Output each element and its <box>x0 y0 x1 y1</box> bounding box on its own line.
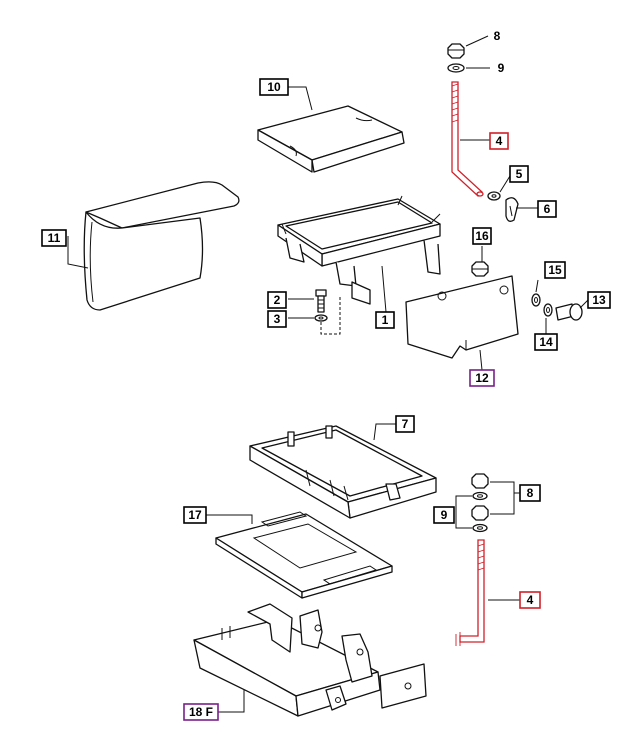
label-5: 5 <box>516 167 523 181</box>
assembly-line-2 <box>320 296 341 335</box>
label-4-top: 4 <box>496 134 503 148</box>
callout-8-lower: 8 <box>519 484 541 502</box>
part-14-washer <box>543 303 553 317</box>
part-17-pad <box>215 511 393 599</box>
callout-17: 17 <box>183 506 207 524</box>
label-16: 16 <box>475 229 489 243</box>
label-2: 2 <box>274 293 281 307</box>
label-11: 11 <box>48 231 61 245</box>
part-8-nut-lower-1 <box>471 473 489 489</box>
callout-7: 7 <box>395 415 415 433</box>
label-4-lower: 4 <box>527 593 534 607</box>
part-9-washer-top <box>447 63 465 73</box>
part-4-j-bolt-top <box>451 81 484 197</box>
label-8-lower: 8 <box>527 486 534 500</box>
label-15: 15 <box>548 263 562 277</box>
part-7-tray-frame <box>249 425 437 519</box>
part-16-nut <box>471 261 489 277</box>
callout-16: 16 <box>472 227 492 245</box>
part-1-battery-tray <box>277 195 441 305</box>
label-1: 1 <box>382 313 389 327</box>
label-3: 3 <box>274 312 281 326</box>
label-13: 13 <box>592 293 606 307</box>
label-7: 7 <box>402 417 409 431</box>
part-6-clip <box>505 197 519 222</box>
part-5-washer <box>487 191 501 201</box>
callout-4-top: 4 <box>489 132 509 150</box>
label-8-top: 8 <box>494 29 501 43</box>
label-9-lower: 9 <box>441 508 448 522</box>
callout-9-lower: 9 <box>433 506 455 524</box>
callout-5: 5 <box>509 165 529 183</box>
part-13-bolt <box>555 303 583 321</box>
label-14: 14 <box>539 335 553 349</box>
callout-14: 14 <box>534 333 558 351</box>
callout-4-lower: 4 <box>519 591 541 609</box>
part-10-cover-plate <box>257 105 405 173</box>
callout-15: 15 <box>544 261 566 279</box>
callout-18f: 18 F <box>183 703 219 721</box>
leader-lines <box>67 35 589 713</box>
callout-11: 11 <box>41 229 67 247</box>
callout-13: 13 <box>587 291 611 309</box>
part-18-lower-bracket <box>193 603 427 717</box>
part-8-nut-lower-2 <box>471 505 489 521</box>
part-8-nut-top <box>447 43 465 59</box>
part-15-washer <box>531 293 541 307</box>
label-9-top: 9 <box>498 61 505 75</box>
callout-3: 3 <box>267 310 287 328</box>
part-12-plate <box>405 275 519 359</box>
label-12: 12 <box>475 371 489 385</box>
label-6: 6 <box>544 202 551 216</box>
part-2-bolt <box>315 289 327 313</box>
callout-6: 6 <box>537 200 557 218</box>
callout-10: 10 <box>259 78 289 96</box>
callout-2: 2 <box>267 291 287 309</box>
callout-9-top: 9 <box>498 61 505 75</box>
part-9-washer-lower-2 <box>472 523 488 533</box>
callout-12: 12 <box>469 369 495 387</box>
label-18f: 18 F <box>189 705 213 719</box>
callout-1: 1 <box>375 311 395 329</box>
label-17: 17 <box>188 508 202 522</box>
part-11-cover <box>83 181 240 311</box>
part-3-washer <box>314 314 328 322</box>
label-10: 10 <box>267 80 281 94</box>
part-4-j-bolt-lower <box>455 539 485 646</box>
callout-8-top: 8 <box>494 29 501 43</box>
part-9-washer-lower-1 <box>472 491 488 501</box>
